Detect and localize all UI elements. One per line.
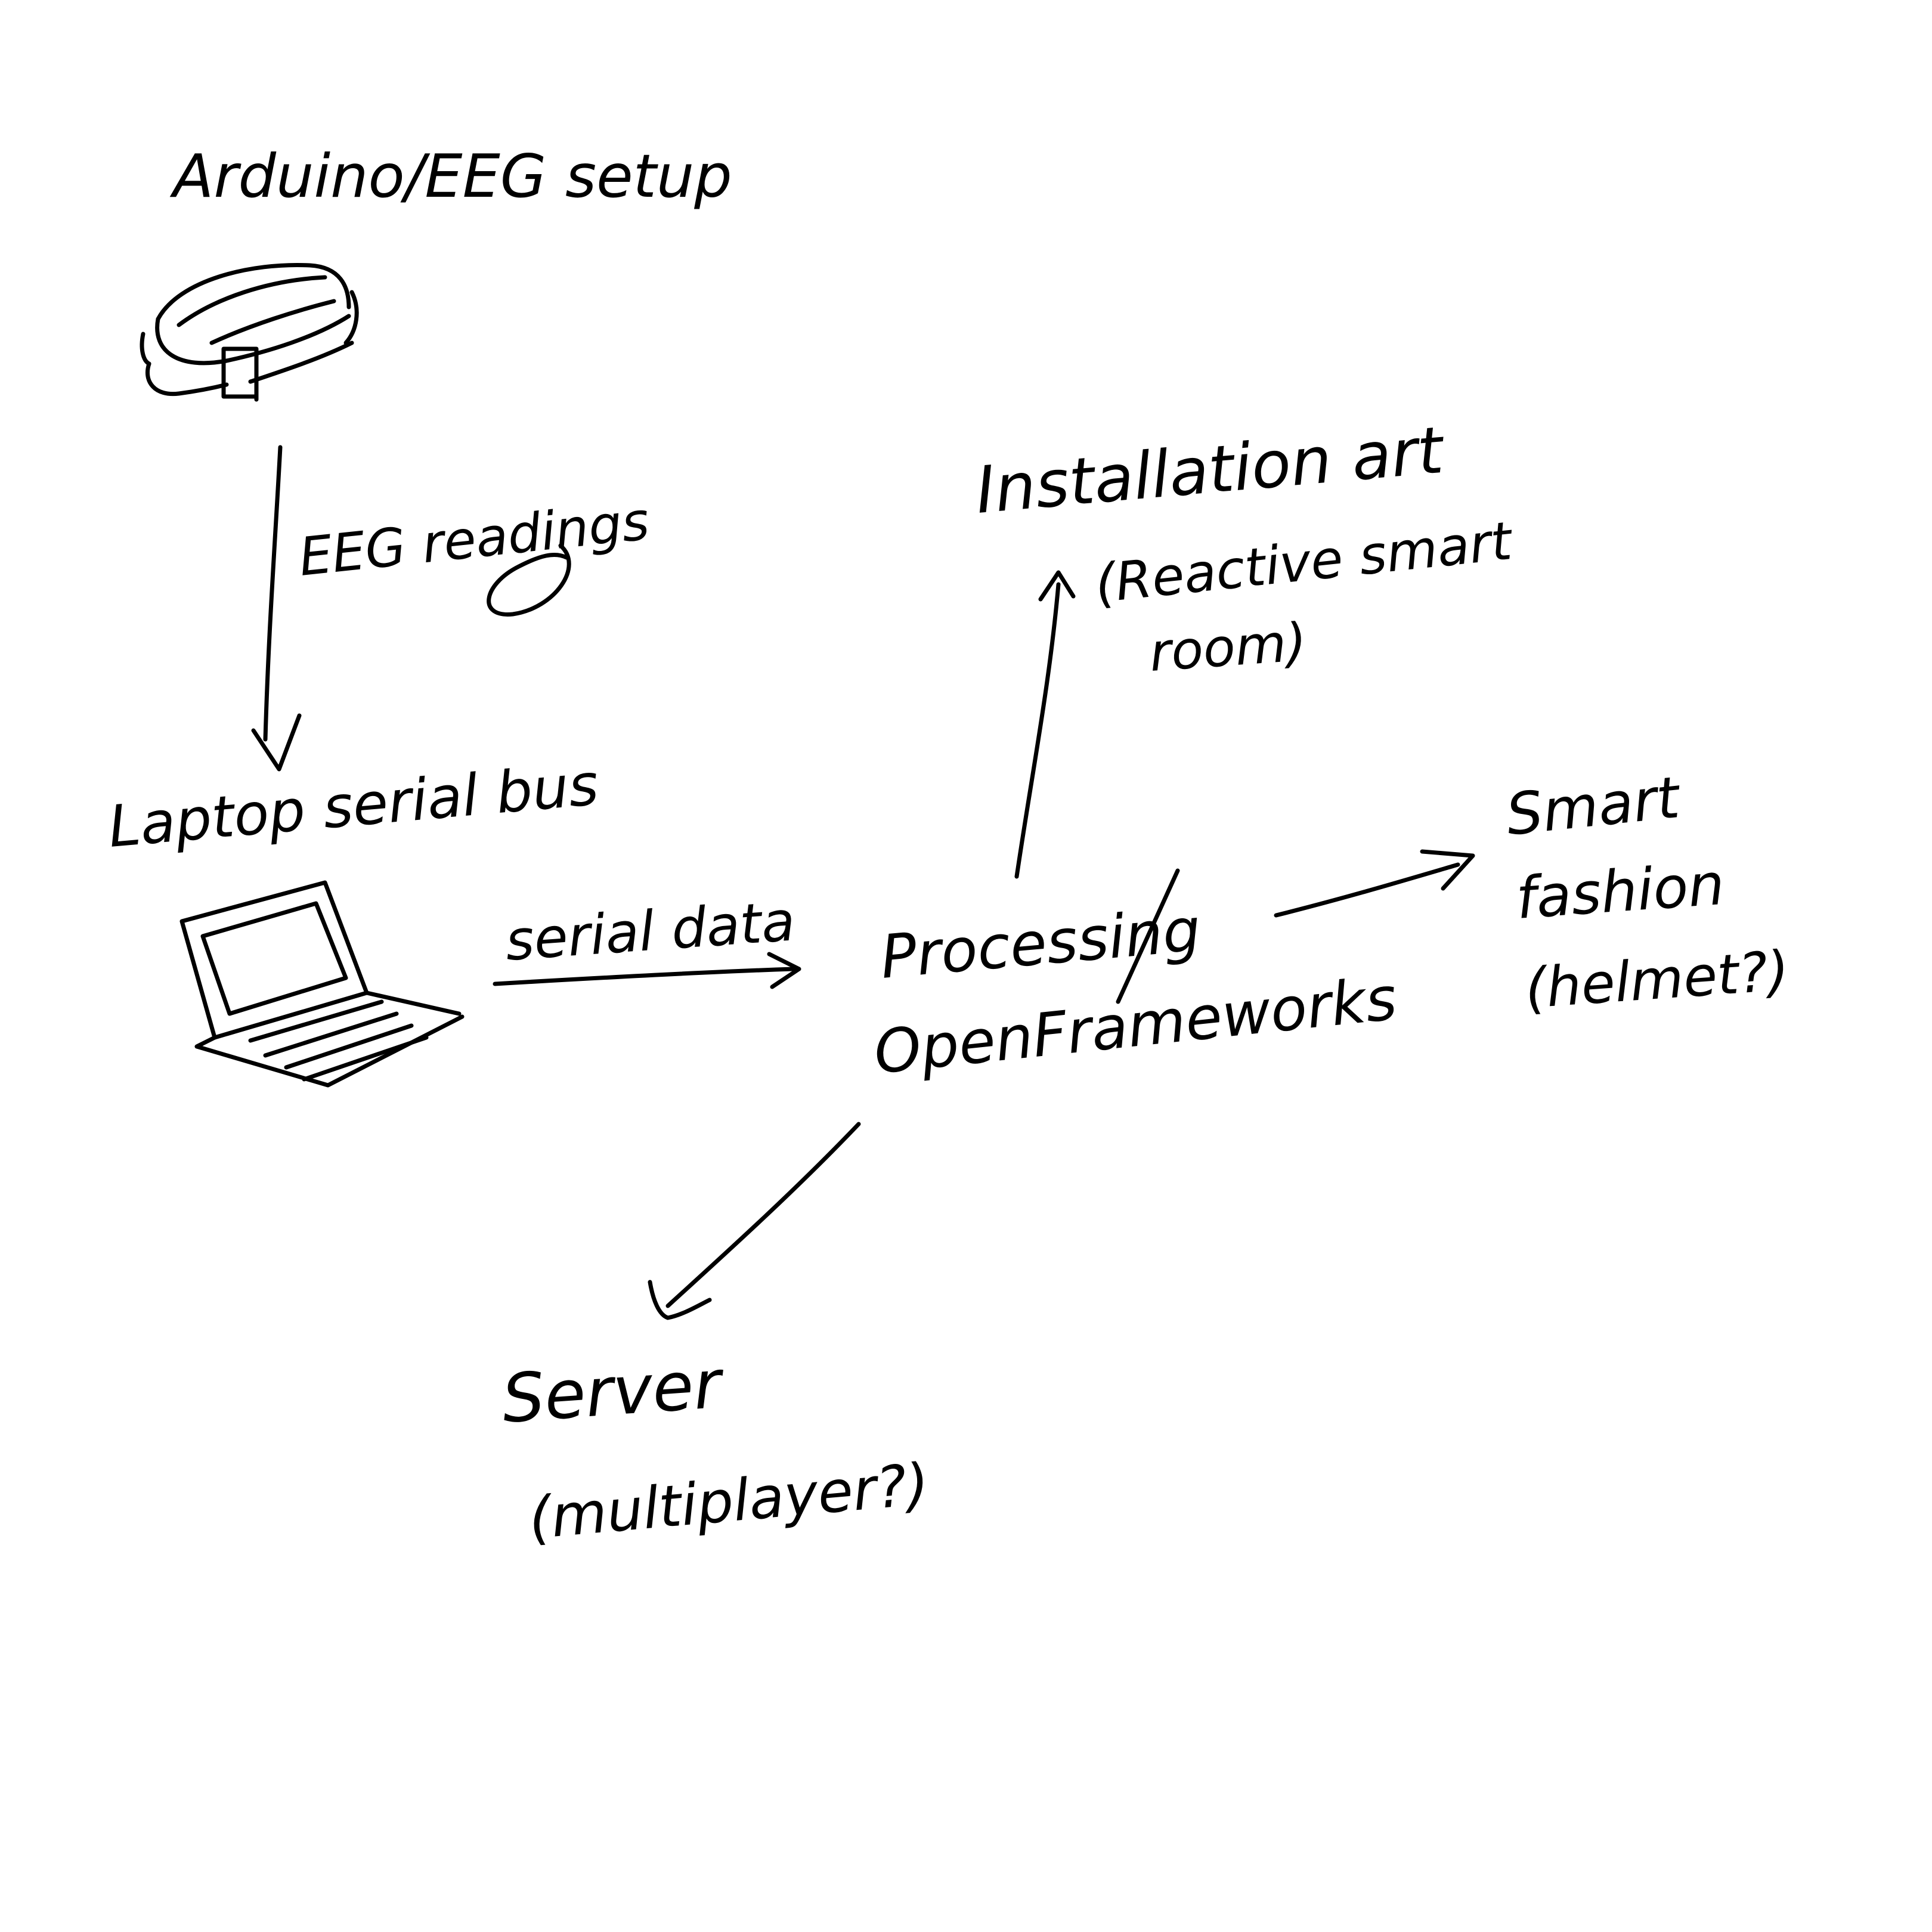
edge-serial-data: serial data xyxy=(493,889,801,989)
fashion-node: Smart fashion (helmet?) xyxy=(1503,764,1791,1021)
installation-room-label: room) xyxy=(1147,611,1308,683)
arrowhead-down-left xyxy=(648,1280,712,1320)
eeg-headband-icon xyxy=(140,262,359,402)
arrowhead-up xyxy=(1038,570,1076,602)
laptop-icon xyxy=(179,880,465,1088)
serial-data-label: serial data xyxy=(503,889,797,973)
edge-to-server xyxy=(648,1122,861,1320)
arrowhead-right xyxy=(767,952,801,989)
readings-loop xyxy=(487,543,571,617)
divider-slash xyxy=(1116,868,1180,1004)
server-node: Server (multiplayer?) xyxy=(500,1345,932,1552)
edge-to-installation xyxy=(1014,570,1076,879)
server-label: Server xyxy=(500,1345,727,1438)
processing-label: Processing xyxy=(878,894,1203,992)
edge-eeg-readings: EEG readings xyxy=(251,445,652,772)
edge-to-fashion xyxy=(1274,849,1475,918)
fashion-label-2: fashion xyxy=(1514,851,1727,932)
setup-label: Arduino/EEG setup xyxy=(169,141,732,211)
eeg-readings-label: EEG readings xyxy=(296,490,652,588)
arrowhead-down xyxy=(251,713,302,772)
setup-node: Arduino/EEG setup xyxy=(140,141,732,402)
arrowhead-right-2 xyxy=(1420,849,1475,891)
multiplayer-label: (multiplayer?) xyxy=(526,1451,931,1552)
installation-label: Installation art xyxy=(973,413,1448,528)
installation-sublabel: (Reactive smart xyxy=(1092,510,1516,615)
installation-node: Installation art (Reactive smart room) xyxy=(973,413,1516,683)
laptop-label: Laptop serial bus xyxy=(106,751,601,860)
fashion-label-3: (helmet?) xyxy=(1523,939,1791,1021)
fashion-label-1: Smart xyxy=(1503,764,1685,849)
